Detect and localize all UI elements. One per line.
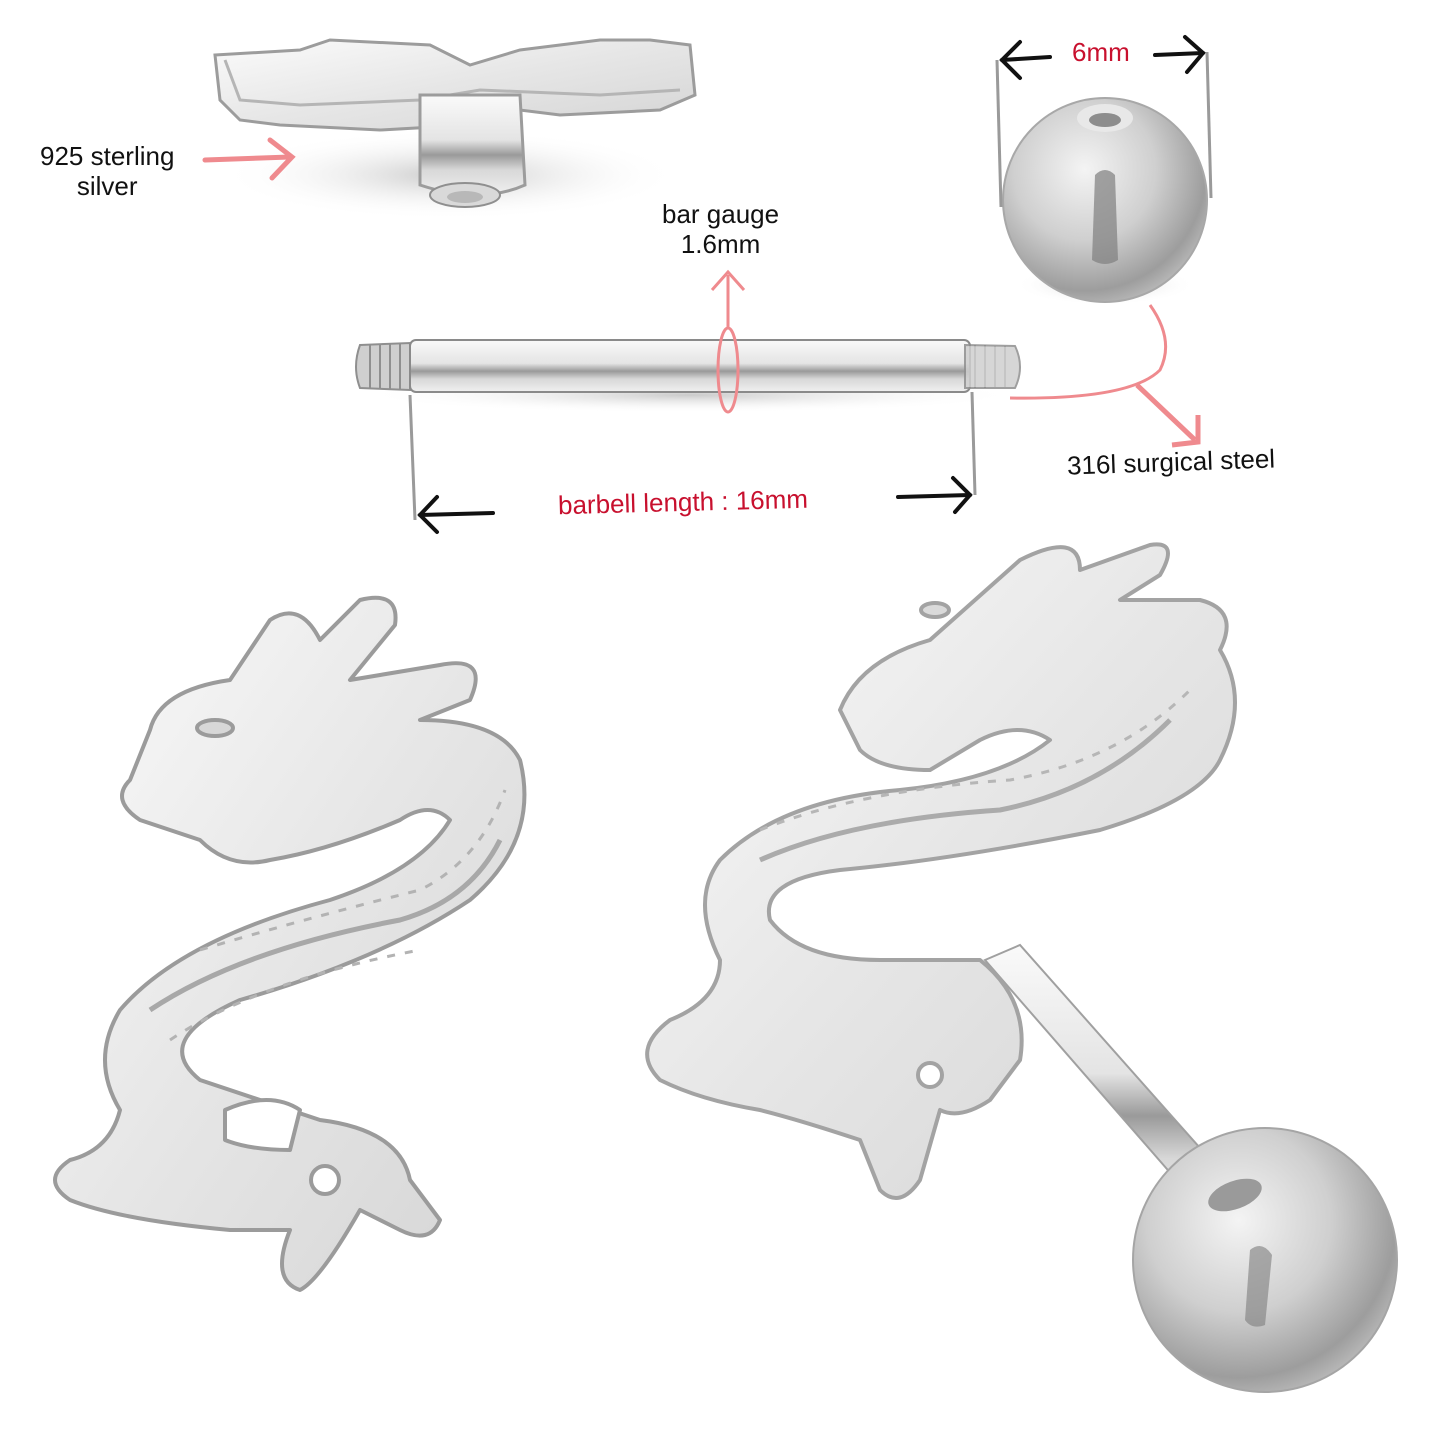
bar-gauge-line2: 1.6mm — [680, 228, 761, 259]
dragon-front-view — [53, 595, 527, 1292]
bar-gauge-line1: bar gauge — [662, 199, 780, 229]
dragon-front-view-on-barbell — [645, 542, 1237, 1200]
material-label-line2: silver — [76, 170, 138, 201]
dimension-lines-barbell — [408, 391, 977, 521]
pointer-loop-surgical-steel — [1009, 304, 1201, 448]
dimension-arrows-ball — [999, 35, 1206, 80]
pointer-bar-gauge — [710, 269, 746, 414]
dimension-lines-ball — [995, 51, 1213, 208]
steel-ball-6mm — [1002, 97, 1208, 305]
material-label-sterling-silver: 925 sterling silver — [40, 141, 175, 202]
dragon-top-side-view — [213, 38, 697, 220]
material-label-line1: 925 sterling — [40, 141, 175, 171]
dimension-arrows-barbell — [417, 476, 973, 534]
assembled-barbell — [983, 943, 1398, 1393]
pointer-arrow-sterling-silver — [202, 137, 296, 181]
barbell-bar — [355, 339, 1021, 413]
ball-size-label: 6mm — [1072, 37, 1130, 67]
bar-gauge-label: bar gauge 1.6mm — [662, 199, 780, 260]
